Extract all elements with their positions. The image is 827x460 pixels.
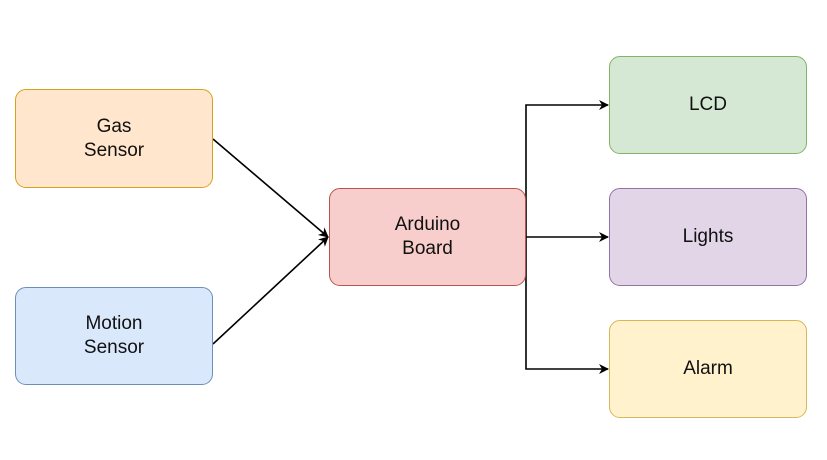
lights-label: Lights [682,226,734,247]
motion-sensor-node[interactable]: Motion Sensor [15,287,213,385]
alarm-node[interactable]: Alarm [609,320,807,418]
arduino-board-label: Arduino Board [395,213,461,261]
arduino-board-label-line-1: Arduino [394,214,461,235]
gas-sensor-label: Gas Sensor [84,115,144,163]
edge-arduino-to-alarm [525,237,609,374]
lcd-node[interactable]: LCD [609,56,807,154]
motion-sensor-label-line-2: Sensor [83,337,145,358]
alarm-label: Alarm [683,358,733,379]
motion-sensor-label-line-1: Motion [85,313,143,334]
arduino-board-node[interactable]: Arduino Board [329,188,526,286]
gas-sensor-label-line-2: Sensor [83,139,145,161]
edge-motion-to-arduino [212,236,329,345]
edge-arduino-to-lcd [525,100,609,237]
lcd-label: LCD [688,94,727,115]
gas-sensor-node[interactable]: Gas Sensor [15,89,213,188]
gas-sensor-label-line-1: Gas [96,115,132,137]
motion-sensor-label: Motion Sensor [84,312,144,360]
lights-node[interactable]: Lights [609,188,807,286]
edge-gas-to-arduino [212,138,329,238]
arduino-board-label-line-2: Board [402,238,453,259]
